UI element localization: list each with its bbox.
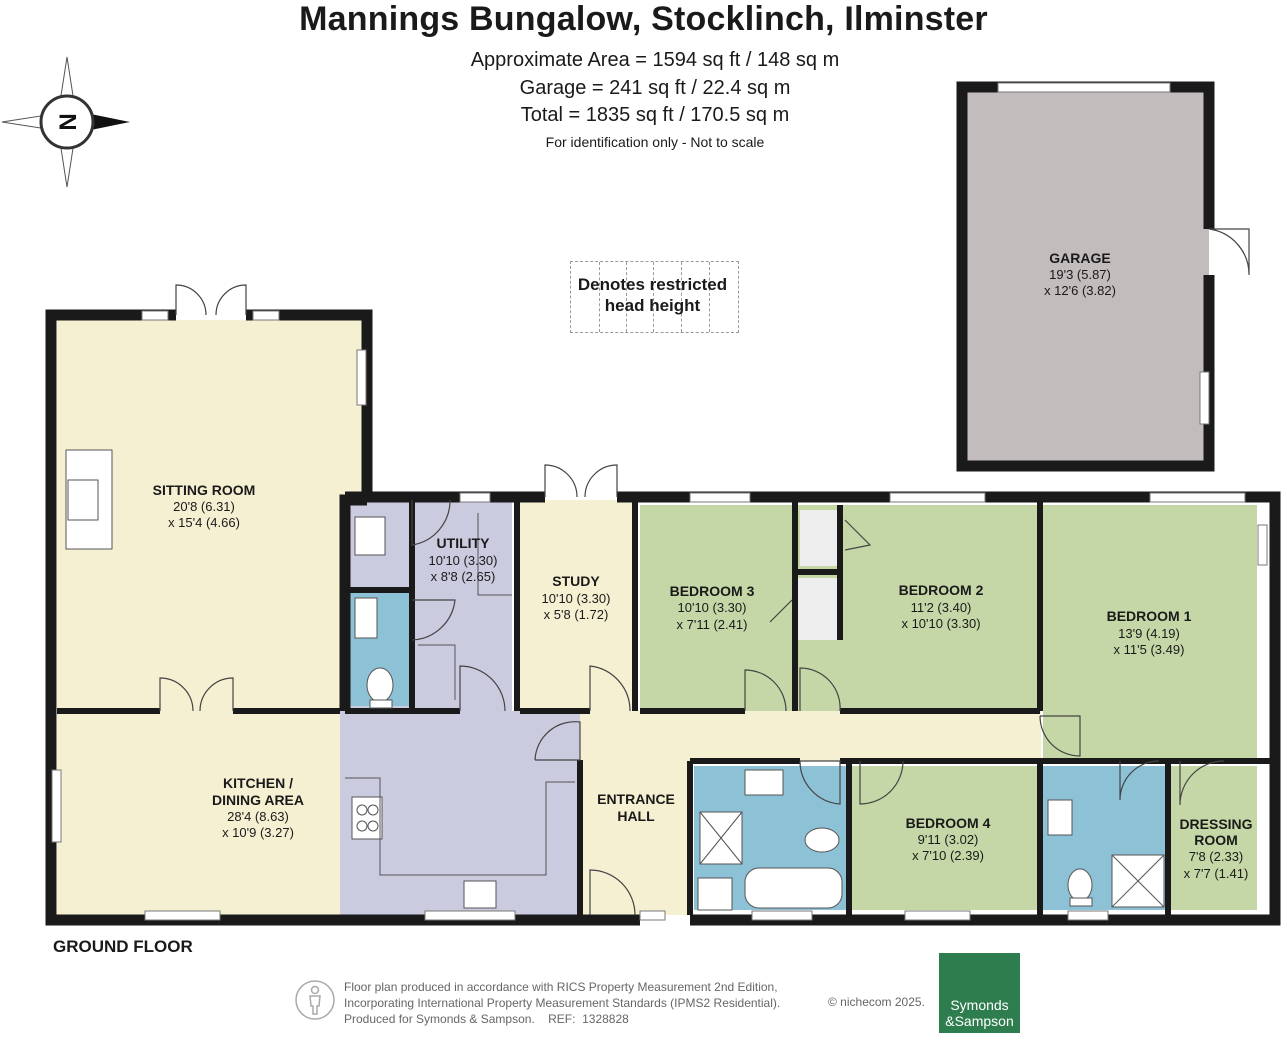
corridor-fill [635,711,1041,761]
north-arrow-compass-icon: N [1,56,130,188]
hatch-line [681,262,682,332]
bedroom-1-dim-2: x 11'5 (3.49) [1114,642,1185,657]
kitchen-name-2: DINING AREA [212,792,304,808]
garage-area: Garage = 241 sq ft / 22.4 sq m [519,77,791,99]
garage-dim-2: x 12'6 (3.82) [1044,283,1116,298]
floor-label: GROUND FLOOR [53,937,193,956]
hatch-line [653,262,654,332]
bedroom-2-dim-1: 11'2 (3.40) [911,600,972,615]
utility-label: UTILITY 10'10 (3.30) x 8'8 (2.65) [429,535,498,584]
garage-label: GARAGE 19'3 (5.87) x 12'6 (3.82) [1044,250,1116,298]
brand-logo: Symonds &Sampson [939,953,1020,1033]
bedroom-2-name: BEDROOM 2 [899,582,984,598]
footer-line-3: Produced for Symonds & Sampson. REF: 132… [344,1012,629,1026]
bedroom-4-label: BEDROOM 4 9'11 (3.02) x 7'10 (2.39) [906,815,991,863]
legend-line-2: head height [604,296,701,315]
bedroom-4-dim-2: x 7'10 (2.39) [912,848,984,863]
bedroom-1-dim-1: 13'9 (4.19) [1118,626,1180,641]
sitting-room-dim-2: x 15'4 (4.66) [168,515,240,530]
dressing-dim-1: 7'8 (2.33) [1189,849,1244,864]
footer-line-2: Incorporating International Property Mea… [344,996,781,1010]
utility-dim-2: x 8'8 (2.65) [431,569,496,584]
entrance-hall-label: ENTRANCE HALL [597,791,675,824]
study-label: STUDY 10'10 (3.30) x 5'8 (1.72) [542,573,611,622]
study-fill [517,500,635,711]
hall-name-1: ENTRANCE [597,791,675,807]
restricted-height-legend-text: Denotes restricted head height [560,274,745,316]
bedroom-2-label: BEDROOM 2 11'2 (3.40) x 10'10 (3.30) [899,582,984,631]
wardrobe-1-fill [800,510,840,566]
footer-line-1: Floor plan produced in accordance with R… [344,980,778,994]
bedroom-4-name: BEDROOM 4 [906,815,991,831]
sitting-room-label: SITTING ROOM 20'8 (6.31) x 15'4 (4.66) [153,482,256,530]
brand-line-2: &Sampson [945,1013,1014,1029]
dressing-dim-2: x 7'7 (1.41) [1184,866,1249,881]
hatch-line [709,262,710,332]
utility-name: UTILITY [437,535,491,551]
dressing-name-2: ROOM [1194,832,1238,848]
hall-name-2: HALL [617,808,655,824]
study-dim-1: 10'10 (3.30) [542,591,611,606]
wardrobe-2-fill [795,578,840,640]
bedroom-1-name: BEDROOM 1 [1107,608,1192,624]
bedroom-2-dim-2: x 10'10 (3.30) [901,616,980,631]
hatch-line [626,262,627,332]
copyright-text: © nichecom 2025. [828,995,925,1009]
dressing-room-fill [1171,766,1257,910]
kitchen-dining-label: KITCHEN / DINING AREA 28'4 (8.63) x 10'9… [212,775,304,840]
bedroom-1-fill [1043,505,1257,761]
compass-north-label: N [55,113,82,130]
bedroom-4-dim-1: 9'11 (3.02) [918,832,979,847]
dressing-name-1: DRESSING [1179,816,1252,832]
bedroom-3-name: BEDROOM 3 [670,583,755,599]
approximate-area: Approximate Area = 1594 sq ft / 148 sq m [470,49,840,71]
kitchen-dim-2: x 10'9 (3.27) [222,825,294,840]
study-name: STUDY [552,573,600,589]
garage-area-fill [962,92,1209,461]
garage-name: GARAGE [1049,250,1110,266]
dressing-room-label: DRESSING ROOM 7'8 (2.33) x 7'7 (1.41) [1179,816,1252,881]
sitting-room-dim-1: 20'8 (6.31) [173,499,235,514]
bedroom-3-dim-1: 10'10 (3.30) [678,600,747,615]
kitchen-name-1: KITCHEN / [223,775,293,791]
restricted-height-legend-box [570,261,739,333]
garage-dim-1: 19'3 (5.87) [1049,267,1111,282]
dining-area-fill [57,711,340,915]
bedroom-3-label: BEDROOM 3 10'10 (3.30) x 7'11 (2.41) [670,583,755,632]
footer-text: Floor plan produced in accordance with R… [344,979,780,1027]
bedroom-4-fill [852,766,1038,910]
legend-line-1: Denotes restricted [577,275,728,294]
total-area: Total = 1835 sq ft / 170.5 sq m [520,104,790,126]
kitchen-dim-1: 28'4 (8.63) [227,809,289,824]
person-icon [295,980,335,1020]
bedroom-1-label: BEDROOM 1 13'9 (4.19) x 11'5 (3.49) [1107,608,1192,657]
sitting-room-name: SITTING ROOM [153,482,256,498]
brand-line-1: Symonds [950,997,1009,1013]
utility-dim-1: 10'10 (3.30) [429,553,498,568]
bedroom-3-dim-2: x 7'11 (2.41) [677,617,748,632]
study-dim-2: x 5'8 (1.72) [544,607,609,622]
hatch-line [599,262,600,332]
plan-title: Mannings Bungalow, Stocklinch, Ilminster [299,0,988,38]
scale-note: For identification only - Not to scale [545,134,765,150]
